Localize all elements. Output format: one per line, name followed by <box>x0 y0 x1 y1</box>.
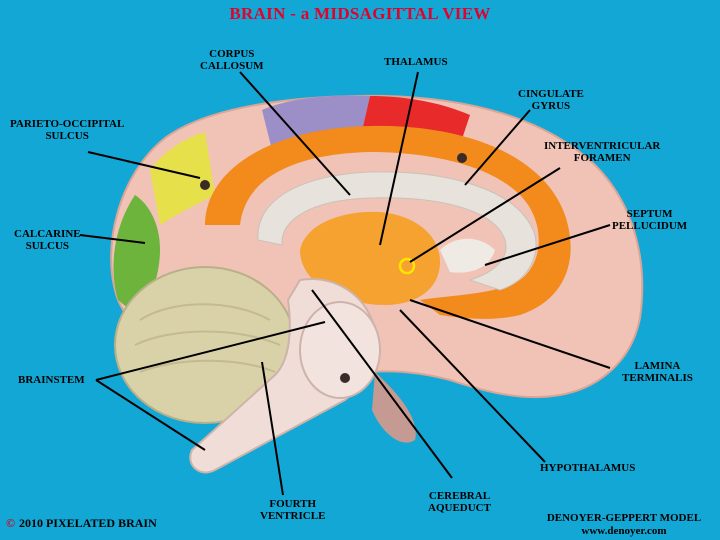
line-corpus-callosum <box>239 71 351 196</box>
line-calcarine <box>79 234 146 244</box>
line-cingulate <box>464 109 531 186</box>
line-brainstem-1 <box>95 321 326 381</box>
line-fourth-ventricle <box>261 361 284 496</box>
line-cerebral-aqueduct <box>311 289 453 479</box>
pons <box>299 301 381 399</box>
label-brainstem: BRAINSTEM <box>18 374 85 386</box>
foramen-marker <box>398 257 416 275</box>
line-brainstem-2 <box>95 379 206 451</box>
copyright-icon: © <box>6 516 15 530</box>
septum-pellucidum-region <box>440 238 495 273</box>
cingulate-gyrus-region <box>205 125 571 319</box>
thalamus-region <box>300 211 440 305</box>
line-interventricular <box>409 167 561 263</box>
label-hypothalamus: HYPOTHALAMUS <box>540 462 636 474</box>
figure-title: BRAIN - a MIDSAGITTAL VIEW <box>229 4 491 23</box>
line-thalamus <box>379 71 419 246</box>
website-link: www.denoyer.com <box>581 525 667 537</box>
parieto-occipital-region <box>150 132 215 225</box>
label-thalamus: THALAMUS <box>384 56 448 68</box>
line-septum <box>484 224 611 266</box>
line-hypothalamus <box>399 309 546 463</box>
line-parieto-occipital <box>87 151 201 179</box>
model-credit: DENOYER-GEPPERT MODEL www.denoyer.com <box>530 512 718 538</box>
corpus-callosum-region <box>257 171 537 291</box>
leader-lines <box>79 71 611 496</box>
copyright-notice: ©2010 PIXELATED BRAIN <box>6 516 157 530</box>
model-name: DENOYER-GEPPERT MODEL <box>546 512 702 524</box>
line-lamina <box>409 299 611 369</box>
